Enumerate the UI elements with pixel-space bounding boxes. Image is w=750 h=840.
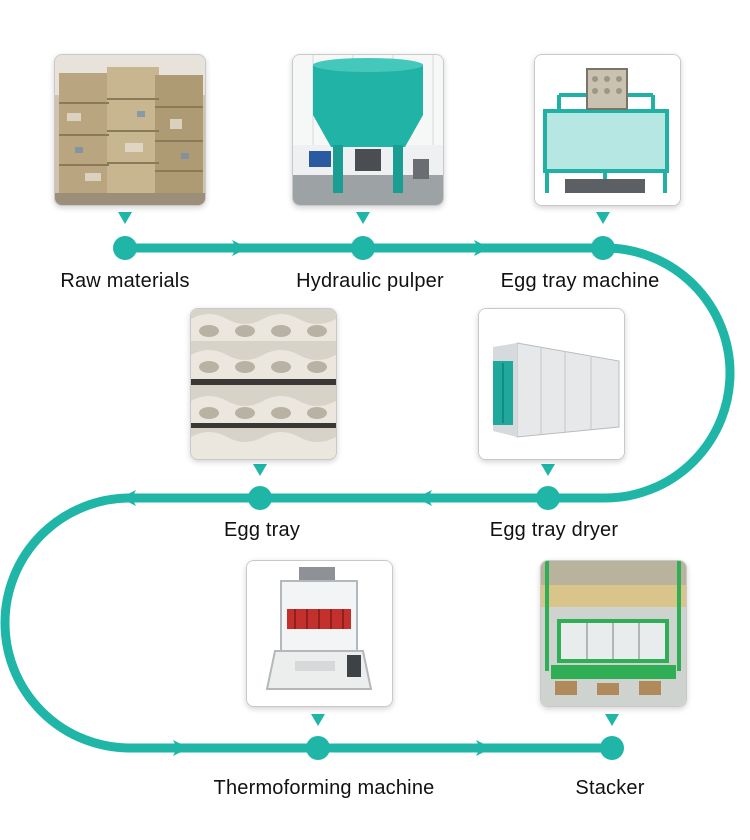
step-label-egg-tray-dryer: Egg tray dryer: [489, 519, 619, 541]
step-label-thermoforming-machine: Thermoforming machine: [213, 777, 435, 799]
step-label-stacker: Stacker: [575, 777, 645, 799]
thermoforming-machine-image: [246, 560, 393, 707]
step-label-hydraulic-pulper: Hydraulic pulper: [296, 270, 444, 292]
step-label-raw-materials: Raw materials: [60, 270, 190, 292]
egg-tray-machine-image: [534, 54, 681, 206]
egg-tray-dryer-image: [478, 308, 625, 460]
egg-tray-image: [190, 308, 337, 460]
raw-materials-image: [54, 54, 206, 206]
hydraulic-pulper-image: [292, 54, 444, 206]
step-label-egg-tray-machine: Egg tray machine: [500, 270, 660, 292]
step-label-egg-tray: Egg tray: [223, 519, 301, 541]
stacker-image: [540, 560, 687, 707]
